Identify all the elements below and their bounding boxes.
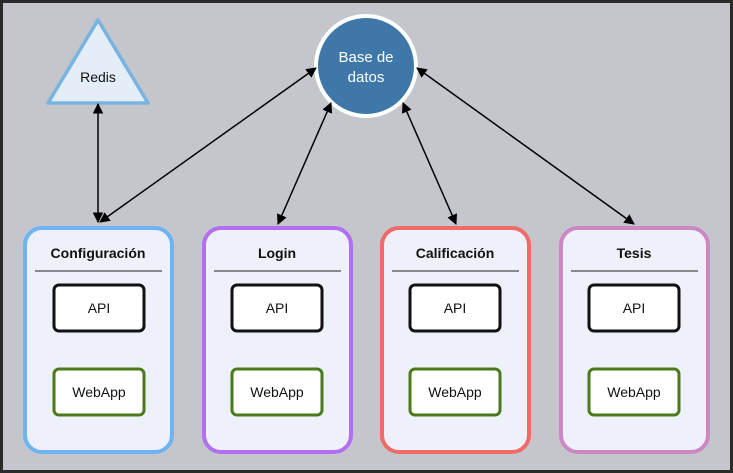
api-label: API (88, 300, 111, 316)
webapp-label: WebApp (607, 384, 661, 400)
api-label: API (623, 300, 646, 316)
connector-tesis-database (416, 67, 635, 225)
webapp-label: WebApp (72, 384, 126, 400)
api-box[interactable] (52, 283, 146, 333)
database-circle-shape (314, 14, 418, 118)
api-label: API (444, 300, 467, 316)
connector-config-database (99, 67, 317, 223)
webapp-box[interactable] (408, 367, 502, 417)
api-label: API (266, 300, 289, 316)
database-label-line2: datos (348, 69, 385, 86)
webapp-label: WebApp (428, 384, 482, 400)
service-container (23, 226, 174, 454)
service-login[interactable]: Login API WebApp (202, 226, 353, 454)
connector-login-database (276, 102, 333, 225)
service-title: Login (258, 245, 296, 261)
service-container (559, 226, 710, 454)
api-box[interactable] (230, 283, 324, 333)
webapp-box[interactable] (587, 367, 681, 417)
redis-label: Redis (80, 69, 116, 85)
service-title: Configuración (51, 245, 146, 261)
api-box[interactable] (408, 283, 502, 333)
service-configuracion[interactable]: Configuración API WebApp (23, 226, 174, 454)
webapp-label: WebApp (250, 384, 304, 400)
service-tesis[interactable]: Tesis API WebApp (559, 226, 710, 454)
webapp-box[interactable] (230, 367, 324, 417)
api-box[interactable] (587, 283, 681, 333)
database-node[interactable]: Base de datos (314, 14, 418, 118)
connectors (92, 67, 635, 225)
service-title: Calificación (416, 245, 495, 261)
service-container (202, 226, 353, 454)
service-container (380, 226, 531, 454)
database-label-line1: Base de (338, 49, 393, 66)
webapp-box[interactable] (52, 367, 146, 417)
service-title: Tesis (617, 245, 652, 261)
service-calificacion[interactable]: Calificación API WebApp (380, 226, 531, 454)
